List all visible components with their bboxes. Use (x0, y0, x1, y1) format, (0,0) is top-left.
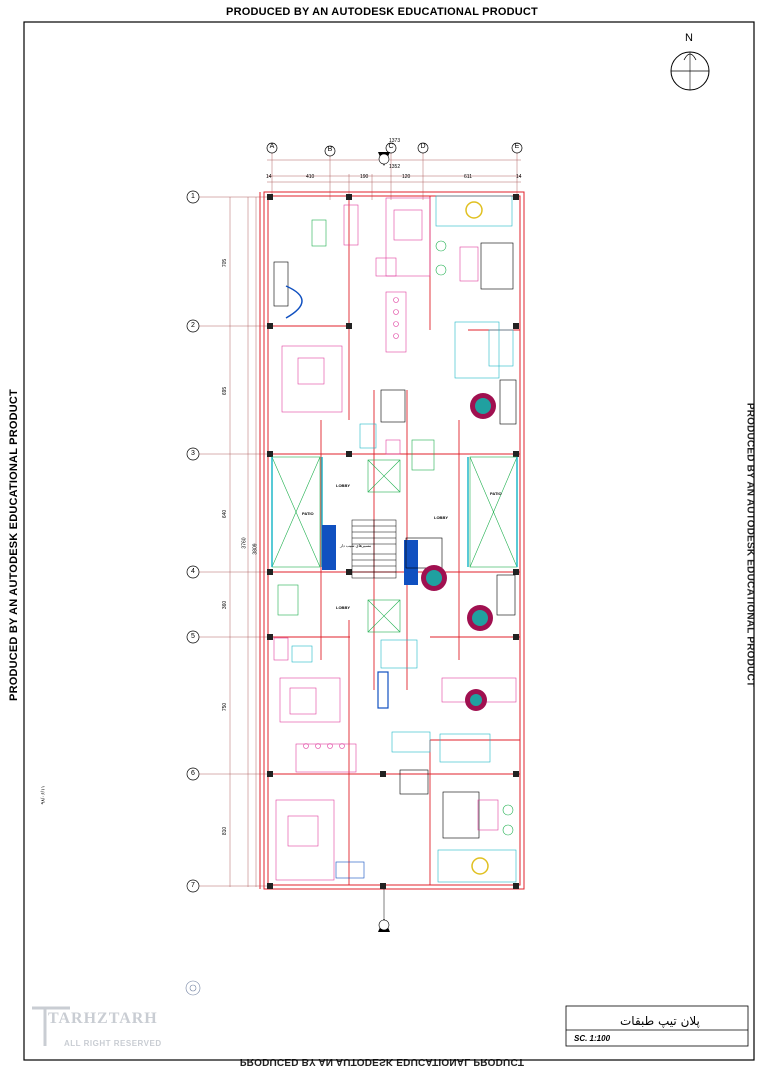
grid-label-d: D (420, 143, 426, 150)
interior-walls (268, 196, 520, 885)
middle-unit-furniture (273, 423, 516, 669)
logo-wordmark: TARHZTARH (48, 1010, 158, 1027)
room-label-patio-right: PATIO (490, 491, 502, 496)
patio-glazing (271, 457, 518, 567)
dim-row-3: 640 (222, 509, 229, 519)
room-label-lobby-upper: LOBBY (336, 483, 350, 488)
dim-seg-2: 410 (306, 174, 315, 180)
section-marker-top-icon (378, 152, 390, 166)
elevator-shafts (367, 459, 401, 633)
room-label-lobby-middle: LOBBY (434, 515, 448, 520)
dim-total: 1373 (389, 138, 401, 144)
grid-label-4: 4 (191, 568, 195, 575)
row-grid-bubbles (186, 190, 200, 893)
dim-seg-5: 611 (464, 174, 472, 180)
grid-label-7: 7 (191, 882, 195, 889)
sheet-border (23, 21, 755, 1061)
room-label-patio-left: PATIO (302, 511, 314, 516)
dim-subtotal: 1352 (389, 164, 401, 170)
dim-seg-4: 120 (402, 174, 411, 180)
room-label-stair: مسیرهای شیب دار (340, 543, 372, 548)
left-dimension-lines (199, 196, 272, 887)
tarhztarh-logo-icon (32, 1006, 70, 1046)
grid-label-a: A (269, 143, 275, 150)
dim-total-a: 3760 (241, 537, 248, 549)
grid-label-1: 1 (191, 193, 195, 200)
north-label: N (685, 32, 693, 44)
grid-label-6: 6 (191, 770, 195, 777)
title-block (565, 1005, 749, 1047)
room-label-lobby-lower: LOBBY (336, 605, 350, 610)
dim-row-1: 705 (222, 258, 229, 268)
building-outline (259, 191, 525, 890)
dim-seg-6: 14 (516, 174, 522, 180)
dim-row-2: 695 (222, 386, 229, 396)
central-stair (351, 519, 397, 579)
dim-total-b: 3809 (252, 543, 259, 555)
watermark-top: PRODUCED BY AN AUTODESK EDUCATIONAL PROD… (226, 6, 538, 18)
drawing-title: پلان تیپ طبقات (620, 1014, 700, 1028)
drawing-date: ۹۸/۰۶/۱۱ (40, 785, 47, 805)
grid-label-b: B (327, 146, 333, 153)
grid-label-2: 2 (191, 322, 195, 329)
dim-row-4: 360 (222, 600, 229, 610)
north-arrow-icon (670, 51, 710, 91)
grid-label-3: 3 (191, 450, 195, 457)
drawing-scale: SC. 1:100 (574, 1034, 611, 1043)
grid-label-c: C (388, 143, 394, 150)
stair-ramps (322, 525, 418, 585)
section-marker-bottom-icon (378, 889, 390, 932)
bottom-unit-furniture (275, 671, 517, 883)
dim-seg-1: 14 (266, 174, 272, 180)
patio-right (469, 456, 518, 568)
dim-row-5: 750 (222, 702, 229, 712)
grid-label-5: 5 (191, 633, 195, 640)
top-unit-furniture (273, 195, 517, 425)
structural-columns (267, 194, 519, 889)
small-compass-icon (185, 980, 201, 996)
dim-seg-3: 190 (360, 174, 369, 180)
logo-tagline: ALL RIGHT RESERVED (64, 1039, 162, 1048)
dim-row-6: 810 (222, 826, 229, 836)
column-grid-bubbles (266, 142, 523, 157)
grid-label-e: E (514, 143, 520, 150)
